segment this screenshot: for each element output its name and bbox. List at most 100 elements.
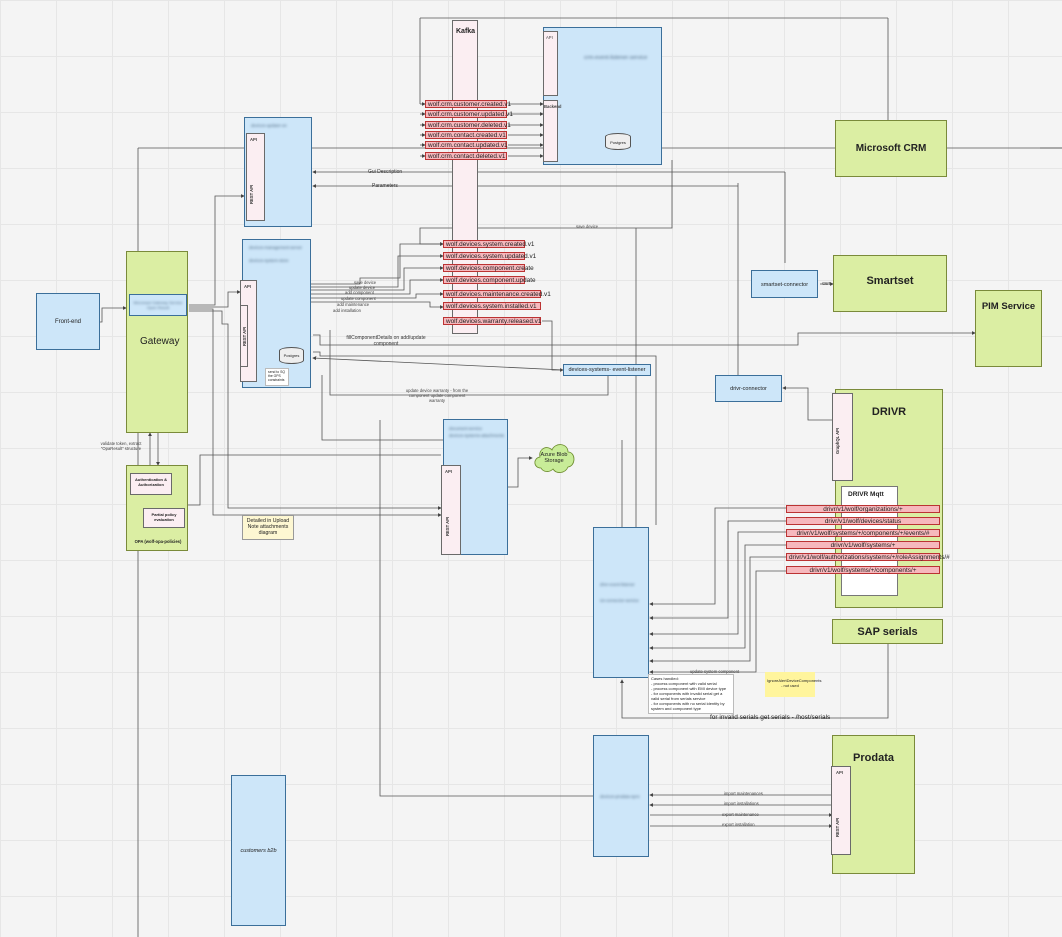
- mqtt-topic: drivr/v1/wolf/systems/+/components/+: [786, 566, 940, 574]
- devices-prodata-sync: devices-prodata-sync: [593, 735, 649, 857]
- service-title: devices-management-server: [249, 245, 303, 250]
- service-title: devices-updater-en: [251, 123, 287, 128]
- get-label: GET: [822, 281, 831, 286]
- drivr-connector: drivr-connector: [715, 375, 782, 402]
- api-label: API: [250, 137, 257, 142]
- fill-component-details-label: fillComponentDetails on add/update compo…: [346, 335, 426, 347]
- azure-blob-storage-label: Azure Blob Storage: [540, 452, 568, 464]
- rest-api-label: REST API: [242, 326, 247, 346]
- service-title: crm-event-listener-service: [584, 55, 648, 61]
- backend-label: Backend: [544, 104, 562, 109]
- kafka-topic: wolf.devices.warranty.released.v1: [443, 317, 541, 325]
- rest-api-label: REST API: [249, 184, 254, 204]
- api-strip: API REST API: [831, 766, 851, 855]
- service-title: devices-prodata-sync: [600, 794, 640, 799]
- api-label: API: [546, 35, 553, 40]
- postgres-db-icon: Postgres: [279, 347, 304, 364]
- kafka-topic: wolf.devices.system.installed.v1: [443, 302, 541, 310]
- graphql-api-strip: GraphQL API: [832, 393, 853, 481]
- microsoft-crm: Microsoft CRM: [835, 120, 947, 177]
- prodata-flow-label: import installations: [724, 801, 759, 806]
- parameters-label: Parameters: [372, 183, 398, 189]
- service-subtitle: iot-connector-service: [600, 598, 639, 603]
- azure-blob-storage-cloud-icon: [534, 444, 575, 473]
- save-device-label: save device: [576, 224, 599, 229]
- kafka-topic: wolf.devices.component.create: [443, 264, 534, 272]
- action-label: update device: [349, 285, 376, 290]
- upload-note: Detailed in Upload Note attachments diag…: [242, 515, 294, 540]
- sap-serials: SAP serials: [832, 619, 943, 644]
- gateway-service: Micronaut Gateway Service Open Result: [129, 294, 187, 316]
- kafka-bus: Kafka: [452, 20, 478, 334]
- db-label: Postgres: [610, 140, 626, 145]
- service-subtitle: devices-system-store: [249, 258, 289, 263]
- invalid-serials-label: for invalid serials get serials - /host/…: [710, 714, 831, 721]
- gateway: Gateway: [126, 251, 188, 433]
- sap-serials-title: SAP serials: [857, 626, 918, 638]
- mqtt-topic: drivr/v1/wolf/systems/+/components/+/eve…: [786, 529, 940, 537]
- kafka-topic: wolf.devices.maintenance.created.v1: [443, 290, 551, 298]
- api-strip: API REST API: [246, 133, 265, 221]
- smartset-title: Smartset: [866, 275, 914, 287]
- action-label: add installation: [333, 308, 361, 313]
- warranty-flow-label: update device warranty - from the compon…: [405, 388, 469, 403]
- gui-description-label: Gui Description: [368, 169, 403, 175]
- drivr-title: DRIVR: [871, 406, 907, 418]
- kafka-topic: wolf.devices.system.updated.v1: [443, 252, 536, 260]
- kafka-title: Kafka: [456, 28, 476, 35]
- rest-api-strip: REST API: [240, 305, 248, 367]
- cases-note: Cases handled: - process component with …: [648, 674, 734, 714]
- service-subtitle: devices-systems-attachments: [449, 433, 505, 438]
- kafka-topic: wolf.devices.component.update: [443, 276, 536, 284]
- pim-service-title: PIM Service: [981, 301, 1036, 312]
- prodata-flow-label: import maintenances: [724, 791, 763, 796]
- front-end: Front-end: [36, 293, 100, 350]
- gateway-title: Gateway: [140, 336, 180, 347]
- crm-event-listener-service: crm-event-listener-service: [543, 27, 662, 165]
- update-system-component-label: update system component: [690, 669, 740, 674]
- kafka-topic: wolf.crm.contact.deleted.v1: [425, 152, 507, 160]
- drivr-event-listener-service: drivr-event-listener iot-connector-servi…: [593, 527, 649, 678]
- mqtt-topic: drivr/v1/wolf/authorizations/systems/+/r…: [786, 553, 950, 561]
- mqtt-topic: drivr/v1/wolf/systems/+: [786, 541, 940, 549]
- customers-b2b: customers b2b: [231, 775, 286, 926]
- service-title: document-service: [449, 426, 483, 431]
- smartset: Smartset: [833, 255, 947, 312]
- action-label: save device: [354, 280, 377, 285]
- gateway-service-label: Micronaut Gateway Service Open Result: [133, 300, 183, 310]
- validate-token-label: validate token, extract "OpaResult" stru…: [100, 441, 142, 451]
- action-label: update component: [341, 296, 376, 301]
- api-strip: API REST API: [441, 465, 461, 555]
- kafka-topic: wolf.crm.customer.created.v1: [425, 100, 511, 108]
- api-label: API: [836, 770, 843, 775]
- rest-api-label: REST API: [835, 817, 840, 837]
- smartset-connector: smartset-connector: [751, 270, 818, 298]
- api-label: API: [244, 284, 251, 289]
- mqtt-topic: drivr/v1/wolf/devices/status: [786, 517, 940, 525]
- db-note: send to SQ the GPS constraints: [265, 368, 289, 386]
- kafka-topic: wolf.crm.contact.created.v1: [425, 131, 507, 139]
- db-label: Postgres: [283, 353, 300, 358]
- backend-strip: Backend: [543, 100, 562, 162]
- pim-service: PIM Service: [975, 290, 1042, 367]
- prodata-flow-label: export maintenance: [722, 812, 759, 817]
- graphql-api-label: GraphQL API: [835, 427, 840, 454]
- authentication-authorization: Authentication & Authorization: [130, 473, 172, 495]
- drivr-mqtt-title: DRIVR Mqtt: [848, 491, 884, 498]
- action-label: add maintenance: [337, 302, 370, 307]
- api-strip: API: [543, 31, 558, 96]
- prodata-title: Prodata: [853, 752, 894, 764]
- rest-api-label: REST API: [445, 516, 450, 536]
- service-title: drivr-event-listener: [600, 582, 635, 587]
- kafka-topic: wolf.crm.customer.updated.v1: [425, 110, 513, 118]
- mqtt-topic: drivr/v1/wolf/organizations/+: [786, 505, 940, 513]
- kafka-topic: wolf.crm.customer.deleted.v1: [425, 121, 511, 129]
- ignore-alert-sticky-note: IgnoreAlertDeviceComponents - not used: [765, 672, 821, 697]
- postgres-db-icon: Postgres: [605, 133, 631, 150]
- kafka-topic: wolf.devices.system.created.v1: [443, 240, 534, 248]
- api-label: API: [445, 469, 452, 474]
- partial-policy-evaluation: Partial policy evaluation: [143, 508, 185, 528]
- kafka-topic: wolf.crm.contact.updated.v1: [425, 141, 508, 149]
- devices-systems-event-listener: devices-systems- event-listener: [563, 364, 651, 376]
